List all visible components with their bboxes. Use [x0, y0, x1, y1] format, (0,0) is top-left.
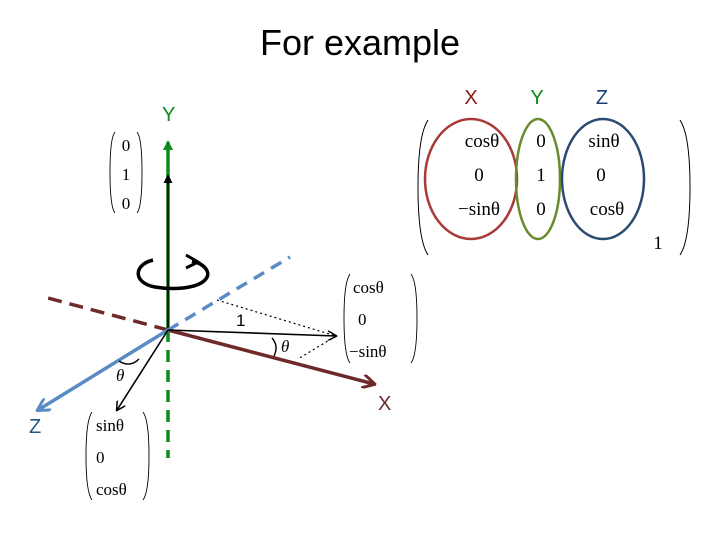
x-axis-line	[167, 328, 374, 384]
matrix-cell-1-2: 0	[596, 165, 606, 186]
z-column-vector: sinθ 0 cosθ	[85, 411, 150, 501]
z-vector-entry-1: 0	[96, 448, 105, 467]
rotated-z-vector	[117, 329, 169, 410]
matrix-cell-2-0: −sinθ	[458, 199, 500, 220]
x-vector-entry-0: cosθ	[353, 278, 384, 297]
x-axis-label: X	[378, 393, 391, 415]
theta-arc-z	[118, 358, 140, 365]
matrix-cell-2-2: cosθ	[590, 199, 624, 220]
y-vector-entry-0: 0	[122, 136, 131, 155]
y-vector-entry-1: 1	[122, 165, 131, 184]
matrix-right-paren	[679, 119, 691, 256]
matrix-cell-1-0: 0	[474, 165, 484, 186]
matrix-header-x: X	[464, 87, 477, 109]
y-column-vector: 0 1 0	[109, 131, 143, 214]
y-column-ellipse	[514, 117, 562, 241]
theta-label-x: θ	[281, 337, 289, 356]
matrix-header-y: Y	[530, 87, 543, 109]
projection-dotted-line-lower	[297, 335, 337, 360]
z-axis-negative-dashed	[167, 255, 291, 332]
matrix-cell-0-1: 0	[536, 131, 546, 152]
rotated-x-vector	[167, 329, 336, 336]
z-axis-label: Z	[29, 416, 41, 438]
slide-title: For example	[259, 22, 461, 63]
theta-label-z: θ	[116, 366, 124, 385]
theta-arc-x	[271, 337, 277, 357]
matrix-left-paren	[417, 119, 429, 256]
y-axis-label: Y	[162, 104, 175, 126]
projection-dotted-line-upper	[216, 299, 337, 337]
matrix-header-z: Z	[596, 87, 608, 109]
z-vector-entry-2: cosθ	[96, 480, 127, 499]
matrix-cell-0-0: cosθ	[465, 131, 499, 152]
unit-length-label: 1	[236, 311, 245, 330]
matrix-cell-2-1: 0	[536, 199, 546, 220]
z-vector-entry-0: sinθ	[96, 416, 124, 435]
matrix-cell-1-1: 1	[536, 165, 546, 186]
y-vector-entry-2: 0	[122, 194, 131, 213]
matrix-cell-0-2: sinθ	[588, 131, 619, 152]
x-column-vector: cosθ 0 −sinθ	[343, 273, 418, 364]
matrix-cell-3-3: 1	[653, 233, 663, 254]
rotation-matrix: X Y Z cosθ 0 sinθ 0 1 0 −sinθ 0 cosθ 1	[417, 87, 691, 256]
x-vector-entry-2: −sinθ	[349, 342, 387, 361]
circular-rotation-arrow-icon	[136, 253, 210, 291]
z-column-ellipse	[560, 117, 646, 241]
x-axis-negative-dashed	[43, 295, 169, 332]
z-axis-line	[38, 328, 169, 410]
x-vector-entry-1: 0	[358, 310, 367, 329]
